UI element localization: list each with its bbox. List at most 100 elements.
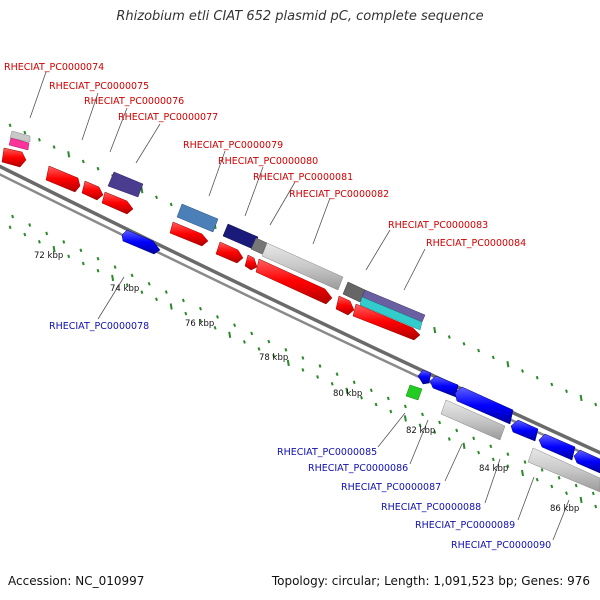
scale-label: 86 kbp xyxy=(550,504,579,514)
gene-label-forward: RHECIAT_PC0000074 xyxy=(4,62,104,73)
gc-tick-mark xyxy=(462,341,466,346)
forward-gene-arrow xyxy=(101,191,134,215)
gene-label-forward: RHECIAT_PC0000075 xyxy=(49,81,149,92)
gc-tick-mark xyxy=(591,491,595,496)
gc-tick-mark xyxy=(155,195,158,200)
gc-tick-mark xyxy=(523,460,527,464)
gene-label-forward: RHECIAT_PC0000081 xyxy=(253,172,353,183)
gc-tick-mark xyxy=(521,469,524,477)
forward-gene-arrow xyxy=(81,180,104,201)
scale-label: 82 kbp xyxy=(406,426,435,436)
scale-label: 76 kbp xyxy=(185,319,214,329)
gc-tick-mark xyxy=(489,444,493,449)
forward-gene-arrow xyxy=(352,303,421,341)
gc-tick-mark xyxy=(594,402,598,407)
gc-tick-mark xyxy=(199,306,202,311)
gc-tick-mark xyxy=(23,130,27,135)
reverse-gene-arrow xyxy=(417,369,432,385)
gc-tick-mark xyxy=(125,283,129,287)
gc-tick-mark xyxy=(79,248,83,253)
feature-block-pink xyxy=(8,137,30,151)
gc-tick-mark xyxy=(438,420,442,425)
gene-label-reverse: RHECIAT_PC0000088 xyxy=(381,502,481,513)
gc-tick-mark xyxy=(147,281,151,286)
gc-tick-mark xyxy=(181,298,185,303)
gc-tick-mark xyxy=(233,323,237,328)
feature-block-green xyxy=(405,384,423,401)
feature-block-purple xyxy=(107,171,144,198)
feature-blocks xyxy=(8,130,600,493)
gc-tick-mark xyxy=(52,145,56,149)
gene-label-reverse: RHECIAT_PC0000078 xyxy=(49,321,149,332)
gc-tick-mark xyxy=(574,483,578,488)
scale-label: 78 kbp xyxy=(259,353,288,363)
gene-label-forward: RHECIAT_PC0000080 xyxy=(218,156,318,167)
gc-tick-mark xyxy=(199,318,202,323)
forward-gene-arrow xyxy=(335,295,355,316)
gc-tick-mark xyxy=(389,409,393,414)
gc-tick-mark xyxy=(257,347,261,351)
gc-tick-mark xyxy=(81,159,85,164)
gc-tick-mark xyxy=(28,223,32,227)
gc-tick-mark xyxy=(169,303,173,310)
gc-tick-mark xyxy=(286,359,290,367)
feature-block-grey xyxy=(440,399,506,441)
forward-gene-arrow xyxy=(255,258,333,305)
gc-tick-mark xyxy=(45,231,49,236)
feature-block-grey xyxy=(527,447,600,493)
gc-tick-mark xyxy=(67,151,71,158)
forward-gene-arrow xyxy=(244,254,258,271)
gc-tick-mark xyxy=(506,452,510,457)
gc-tick-mark xyxy=(477,348,481,353)
gc-tick-mark xyxy=(96,166,100,171)
gc-tick-mark xyxy=(433,326,437,334)
map-title: Rhizobium etli CIAT 652 plasmid pC, comp… xyxy=(116,9,484,24)
gene-label-forward: RHECIAT_PC0000084 xyxy=(426,238,526,249)
gc-tick-mark xyxy=(579,394,583,402)
gc-tick-mark xyxy=(374,402,378,407)
gc-tick-mark xyxy=(579,496,583,504)
scale-label: 80 kbp xyxy=(333,389,362,399)
gc-tick-mark xyxy=(565,389,568,394)
reverse-gene-arrow xyxy=(538,433,576,461)
forward-gene-arrow xyxy=(215,241,244,264)
gc-tick-mark xyxy=(228,331,232,338)
gc-tick-mark xyxy=(550,382,554,387)
gc-tick-mark xyxy=(360,395,363,400)
gc-tick-mark xyxy=(491,355,495,360)
gc-tick-mark xyxy=(164,290,168,294)
gene-label-forward: RHECIAT_PC0000076 xyxy=(84,96,184,107)
forward-genes-drawn xyxy=(1,147,421,341)
gene-label-reverse: RHECIAT_PC0000090 xyxy=(451,540,551,551)
gc-tick-mark xyxy=(540,468,544,472)
gene-label-reverse: RHECIAT_PC0000089 xyxy=(415,520,515,531)
gc-tick-mark xyxy=(330,381,334,386)
gc-tick-mark xyxy=(386,396,390,401)
gc-tick-mark xyxy=(403,415,407,422)
reverse-genes-drawn xyxy=(121,229,600,474)
gc-tick-mark xyxy=(301,368,305,372)
gc-tick-mark xyxy=(52,245,56,253)
gene-label-reverse: RHECIAT_PC0000085 xyxy=(277,447,377,458)
gc-tick-mark xyxy=(272,354,276,358)
reverse-gene-arrow xyxy=(454,386,514,425)
feature-block-darkgrey xyxy=(342,281,366,303)
reverse-gene-labels: RHECIAT_PC0000078 RHECIAT_PC0000085 RHEC… xyxy=(49,321,551,551)
gc-tick-mark xyxy=(447,437,451,441)
gc-tick-mark xyxy=(345,387,349,394)
gc-tick-mark xyxy=(421,412,424,417)
gc-tick-mark xyxy=(594,504,598,509)
gc-tick-mark xyxy=(11,214,15,219)
forward-gene-arrow xyxy=(169,221,209,247)
gc-tick-mark xyxy=(213,325,217,330)
gc-tick-mark xyxy=(96,268,100,273)
gc-tick-mark xyxy=(557,475,561,480)
reverse-gene-arrow xyxy=(510,419,539,442)
gc-tick-mark xyxy=(8,123,12,128)
scale-labels: 72 kbp 74 kbp 76 kbp 78 kbp 80 kbp 82 kb… xyxy=(34,251,579,514)
reverse-leaders xyxy=(97,276,570,541)
gc-tick-mark xyxy=(535,477,539,482)
forward-leaders xyxy=(29,71,426,291)
gc-tick-mark xyxy=(23,232,27,237)
gene-label-forward: RHECIAT_PC0000082 xyxy=(289,189,389,200)
